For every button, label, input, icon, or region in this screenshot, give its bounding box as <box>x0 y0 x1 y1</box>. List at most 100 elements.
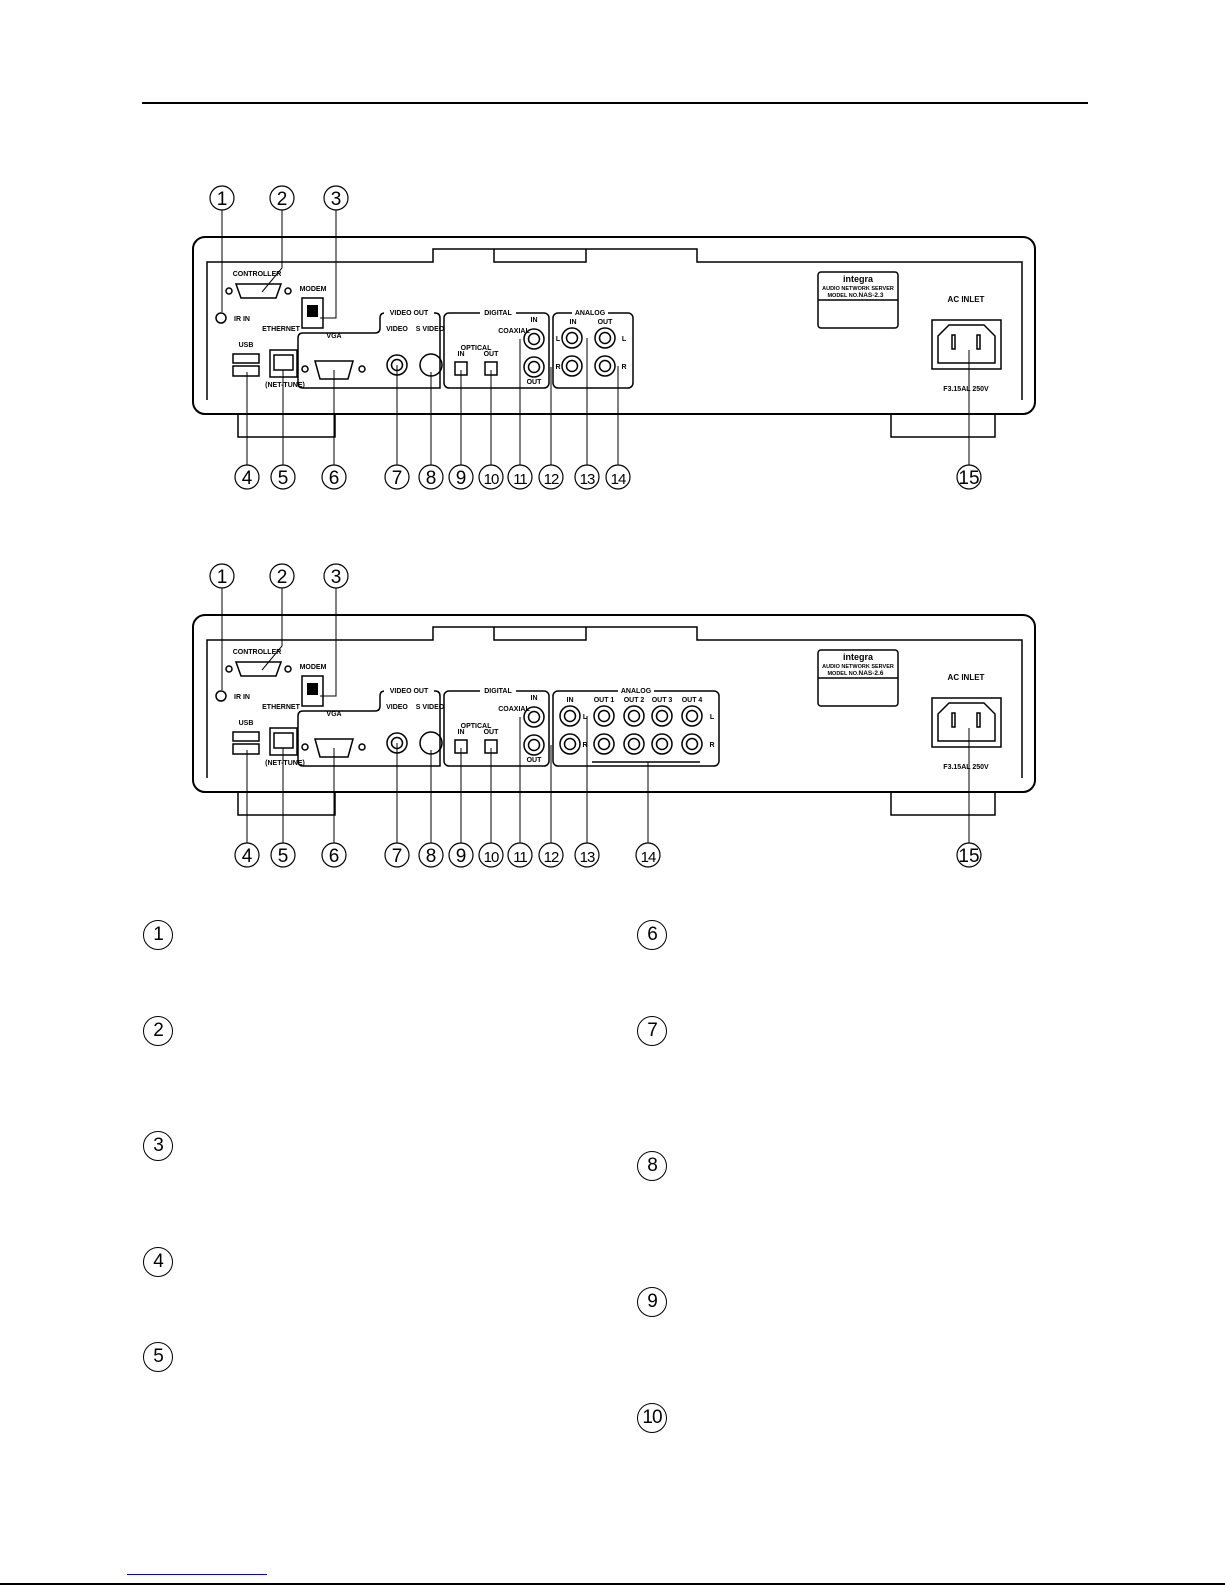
analog-out2-l-jack-inner <box>627 709 641 723</box>
video-label: VIDEO <box>386 704 408 711</box>
r-label: R <box>555 364 560 371</box>
ac-pin <box>951 712 956 728</box>
analog-out-r-jack-inner <box>598 359 612 373</box>
ir-in-label: IR IN <box>234 316 250 323</box>
footer-rule <box>0 1583 1225 1585</box>
coaxial-out-jack-inner <box>527 738 541 752</box>
analog-out-l-jack <box>594 327 616 349</box>
ac-pin <box>976 334 981 350</box>
callout-number-13: 13 <box>580 849 595 866</box>
analog-out1-l-jack <box>593 705 615 727</box>
controller-port <box>234 661 283 677</box>
ethernet-jack <box>273 732 294 749</box>
product-name: AUDIO NETWORK SERVER <box>822 286 894 292</box>
usb-port <box>232 365 260 377</box>
video-out-label: VIDEO OUT <box>390 688 429 695</box>
modem-jack <box>307 305 318 317</box>
callout-number-14: 14 <box>641 849 656 866</box>
callout-number-10: 10 <box>484 849 499 866</box>
r-label: R <box>709 742 714 749</box>
ac-inlet-frame <box>931 697 1002 748</box>
chassis-notch <box>493 627 587 641</box>
rear-panel-diagrams: IR INCONTROLLERMODEMETHERNET(NET-TUNE)US… <box>192 185 1036 868</box>
analog-in-l-jack-inner <box>563 709 577 723</box>
coaxial-in-jack <box>523 328 545 350</box>
callout-number-2: 2 <box>277 189 288 210</box>
label-bg <box>618 685 654 695</box>
analog-out3-l-jack-inner <box>655 709 669 723</box>
usb-port <box>232 743 260 755</box>
label-bg <box>480 685 516 695</box>
optical-label: OPTICAL <box>461 345 492 352</box>
screw <box>301 365 309 373</box>
callout-number-2: 2 <box>277 567 288 588</box>
header-rule <box>142 102 1088 104</box>
modem-port <box>301 675 324 707</box>
ir-in-label: IR IN <box>234 694 250 701</box>
rear-panel-2: IR INCONTROLLERMODEMETHERNET(NET-TUNE)US… <box>192 563 1036 868</box>
video-label: VIDEO <box>386 326 408 333</box>
controller-label: CONTROLLER <box>233 271 282 278</box>
ir-in-jack <box>215 690 227 702</box>
l-label: L <box>583 714 588 721</box>
callout-number-5: 5 <box>278 846 289 867</box>
legend-marker-1: 1 <box>143 920 173 950</box>
brand-logo: integra <box>843 652 874 662</box>
analog-out2-l-jack <box>623 705 645 727</box>
vga-port <box>314 360 354 380</box>
analog-out3-r-jack-inner <box>655 737 669 751</box>
ac-inlet-label: AC INLET <box>948 295 985 304</box>
digital-label: DIGITAL <box>484 688 512 695</box>
callout-number-13: 13 <box>580 471 595 488</box>
label-bg <box>480 307 516 317</box>
analog-out4-l-jack <box>681 705 703 727</box>
callout-number-6: 6 <box>329 846 340 867</box>
coaxial-out-jack <box>523 356 545 378</box>
coaxial-in-jack-inner <box>527 710 541 724</box>
label-bg <box>384 307 434 317</box>
modem-label: MODEM <box>300 286 327 293</box>
model-number: NAS-2.3 <box>859 292 884 299</box>
callout-number-11: 11 <box>513 849 527 866</box>
coaxial-out-label: OUT <box>527 757 543 764</box>
screw <box>301 743 309 751</box>
analog-out4-label: OUT 4 <box>682 697 703 704</box>
analog-out4-r-jack <box>681 733 703 755</box>
analog-in-r-jack <box>561 355 583 377</box>
legend-marker-8: 8 <box>637 1151 667 1181</box>
analog-out-r-jack <box>594 355 616 377</box>
coaxial-in-label: IN <box>531 317 538 324</box>
footer-link-underline[interactable] <box>127 1574 267 1575</box>
r-label: R <box>582 742 587 749</box>
callout-number-6: 6 <box>329 468 340 489</box>
model-prefix: MODEL NO. <box>827 671 859 677</box>
callout-number-9: 9 <box>456 468 467 489</box>
r-label: R <box>621 364 626 371</box>
ethernet-jack <box>273 354 294 371</box>
screw <box>284 287 292 295</box>
feet <box>237 792 996 816</box>
analog-in-r-jack <box>559 733 581 755</box>
callout-number-7: 7 <box>392 846 403 867</box>
analog-label: ANALOG <box>575 310 606 317</box>
analog-out1-label: OUT 1 <box>594 697 615 704</box>
coaxial-in-jack <box>523 706 545 728</box>
vga-label: VGA <box>326 711 341 718</box>
s-video-label: S VIDEO <box>416 704 445 711</box>
callout-number-3: 3 <box>331 567 342 588</box>
screw <box>225 287 233 295</box>
screw <box>284 665 292 673</box>
analog-out2-label: OUT 2 <box>624 697 645 704</box>
fuse-rating: F3.15AL 250V <box>943 386 989 393</box>
optical-in-label: IN <box>458 729 465 736</box>
fuse-rating: F3.15AL 250V <box>943 764 989 771</box>
screw <box>358 365 366 373</box>
callout-number-15: 15 <box>958 846 979 867</box>
l-label: L <box>710 714 715 721</box>
ethernet-label: ETHERNET <box>262 326 300 333</box>
modem-port <box>301 297 324 329</box>
modem-label: MODEM <box>300 664 327 671</box>
net-tune-label: (NET-TUNE) <box>265 382 305 389</box>
analog-out2-r-jack <box>623 733 645 755</box>
legend-marker-2: 2 <box>143 1016 173 1046</box>
